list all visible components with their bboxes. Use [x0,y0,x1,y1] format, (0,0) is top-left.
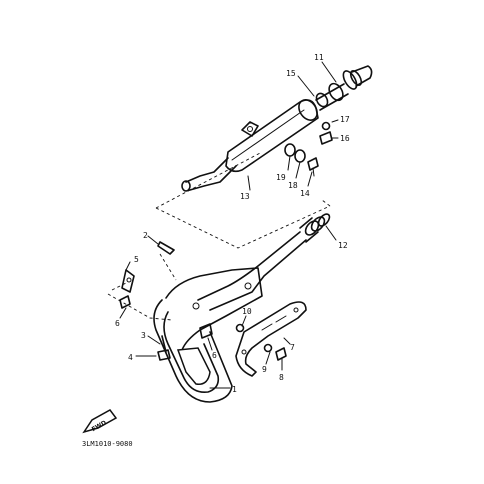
callout-3: 3 [141,331,146,340]
tail-pipe [315,65,373,111]
fwd-arrow-icon: FWD [82,409,118,434]
callout-5: 5 [134,255,139,264]
callout-13: 13 [240,192,250,201]
callouts: 11 15 17 16 13 19 18 14 12 2 5 6 3 4 6 1… [115,53,350,394]
callout-11: 11 [314,53,324,62]
clip [157,241,175,255]
callout-8: 8 [279,373,284,382]
callout-6-center: 6 [212,351,217,360]
callout-1: 1 [232,385,237,394]
callout-6-left: 6 [115,319,120,328]
pipe-joint [299,213,331,243]
callout-9: 9 [262,365,267,374]
muffler-hardware [284,121,333,177]
muffler [181,99,319,192]
leader-lines [119,61,339,389]
heat-guard [235,301,307,377]
left-hardware-leaders [107,253,177,321]
callout-14: 14 [300,189,310,198]
muffler-assembly-outline [155,151,331,249]
callout-17: 17 [340,115,350,124]
mount-bracket-left [119,269,135,309]
callout-2: 2 [143,231,148,240]
callout-16: 16 [340,134,350,143]
callout-4: 4 [128,353,133,362]
callout-10: 10 [242,307,252,316]
diagram-code: 3LM1010-9080 [82,440,133,448]
callout-18: 18 [288,181,298,190]
callout-12: 12 [338,241,348,250]
expansion-chamber [153,231,307,403]
callout-15: 15 [286,69,296,78]
guard-hardware [235,323,287,361]
center-hardware [157,323,213,361]
callout-7: 7 [290,343,295,352]
callout-19: 19 [276,173,286,182]
